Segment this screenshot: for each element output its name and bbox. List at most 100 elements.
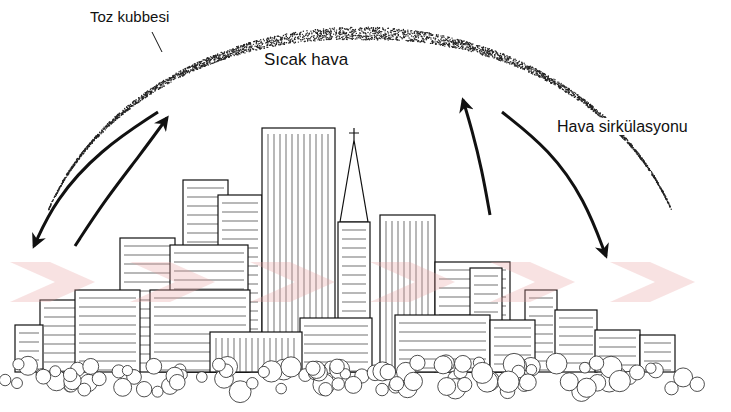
dust-dot xyxy=(281,39,282,40)
dust-dot xyxy=(436,35,437,36)
dust-dot xyxy=(374,39,375,40)
dust-dot xyxy=(134,103,135,104)
dust-dot xyxy=(107,123,108,124)
dust-dot xyxy=(208,64,209,65)
dust-dot xyxy=(384,30,385,31)
dust-dot xyxy=(153,88,154,89)
dust-dot xyxy=(573,94,574,95)
dust-dot xyxy=(464,44,465,45)
dust-dot xyxy=(58,188,59,189)
dust-dot xyxy=(62,180,63,181)
dust-dot xyxy=(388,32,389,33)
dust-dot xyxy=(377,28,378,29)
dust-dot xyxy=(179,76,180,77)
dust-dot xyxy=(329,39,330,40)
dust-dot xyxy=(385,33,386,34)
dust-dot xyxy=(199,67,200,68)
dust-dot xyxy=(342,28,343,29)
dust-dot xyxy=(485,47,486,48)
dust-dot xyxy=(303,30,304,31)
dust-dot xyxy=(315,29,316,30)
dust-dot xyxy=(627,140,628,141)
dust-dot xyxy=(132,102,133,103)
dust-dot xyxy=(340,28,341,29)
dust-dot xyxy=(388,28,389,29)
dust-dot xyxy=(259,45,260,46)
dust-dot xyxy=(55,194,56,195)
dust-dot xyxy=(477,49,478,50)
dust-dot xyxy=(335,32,336,33)
dust-dot xyxy=(124,108,125,109)
dust-dot xyxy=(174,78,175,79)
dust-dot xyxy=(421,40,422,41)
dust-dot xyxy=(212,63,213,64)
dust-dot xyxy=(363,39,364,40)
dust-dot xyxy=(661,189,662,190)
dust-dot xyxy=(651,172,652,173)
dust-dot xyxy=(627,139,628,140)
dust-dot xyxy=(286,39,287,40)
dust-dot xyxy=(284,38,285,39)
dust-dot xyxy=(516,62,517,63)
dust-dot xyxy=(669,205,670,206)
dust-dot xyxy=(220,58,221,59)
dust-dot xyxy=(501,59,502,60)
dust-dot xyxy=(88,145,89,146)
dust-dot xyxy=(101,132,102,133)
dust-dot xyxy=(254,41,255,42)
dust-dot xyxy=(155,88,156,89)
dust-dot xyxy=(118,114,119,115)
dust-dot xyxy=(135,103,136,104)
dust-dot xyxy=(89,146,90,147)
dust-dot xyxy=(183,69,184,70)
dust-dot xyxy=(430,34,431,35)
dust-dot xyxy=(135,102,136,103)
dust-dot xyxy=(64,178,65,179)
dust-dot xyxy=(112,120,113,121)
dust-dot xyxy=(540,76,541,77)
dust-dot xyxy=(194,67,195,68)
dust-dot xyxy=(127,108,128,109)
dust-dot xyxy=(256,40,257,41)
dust-dot xyxy=(565,90,566,91)
dust-dot xyxy=(288,40,289,41)
dust-dot xyxy=(56,192,57,193)
dust-dot xyxy=(505,61,506,62)
dust-dot xyxy=(580,97,581,98)
dust-dot xyxy=(551,79,552,80)
dust-dot xyxy=(501,56,502,57)
dust-dot xyxy=(365,36,366,37)
dust-dot xyxy=(412,39,413,40)
dust-dot xyxy=(144,92,145,93)
dust-dot xyxy=(94,140,95,141)
dust-dot xyxy=(539,70,540,71)
dust-dot xyxy=(443,39,444,40)
dust-dot xyxy=(52,201,53,202)
dust-dot xyxy=(383,29,384,30)
dust-dot xyxy=(350,32,351,33)
dust-dot xyxy=(105,126,106,127)
dust-dot xyxy=(329,31,330,32)
dust-dot xyxy=(430,33,431,34)
dust-dot xyxy=(371,37,372,38)
dust-dot xyxy=(431,40,432,41)
dust-dot xyxy=(657,182,658,183)
dust-dot xyxy=(489,51,490,52)
dust-dot xyxy=(568,91,569,92)
dust-dot xyxy=(112,119,113,120)
dust-dot xyxy=(145,95,146,96)
dust-dot xyxy=(648,169,649,170)
dust-dot xyxy=(565,87,566,88)
dust-dot xyxy=(575,93,576,94)
dust-dot xyxy=(524,68,525,69)
dust-dot xyxy=(662,191,663,192)
dust-dot xyxy=(403,29,404,30)
dust-dot xyxy=(83,150,84,151)
dust-dot xyxy=(78,158,79,159)
dust-dot xyxy=(66,174,67,175)
dust-dot xyxy=(656,181,657,182)
dust-dot xyxy=(58,189,59,190)
dust-dot xyxy=(532,71,533,72)
dust-dot xyxy=(182,72,183,73)
dust-dot xyxy=(100,133,101,134)
